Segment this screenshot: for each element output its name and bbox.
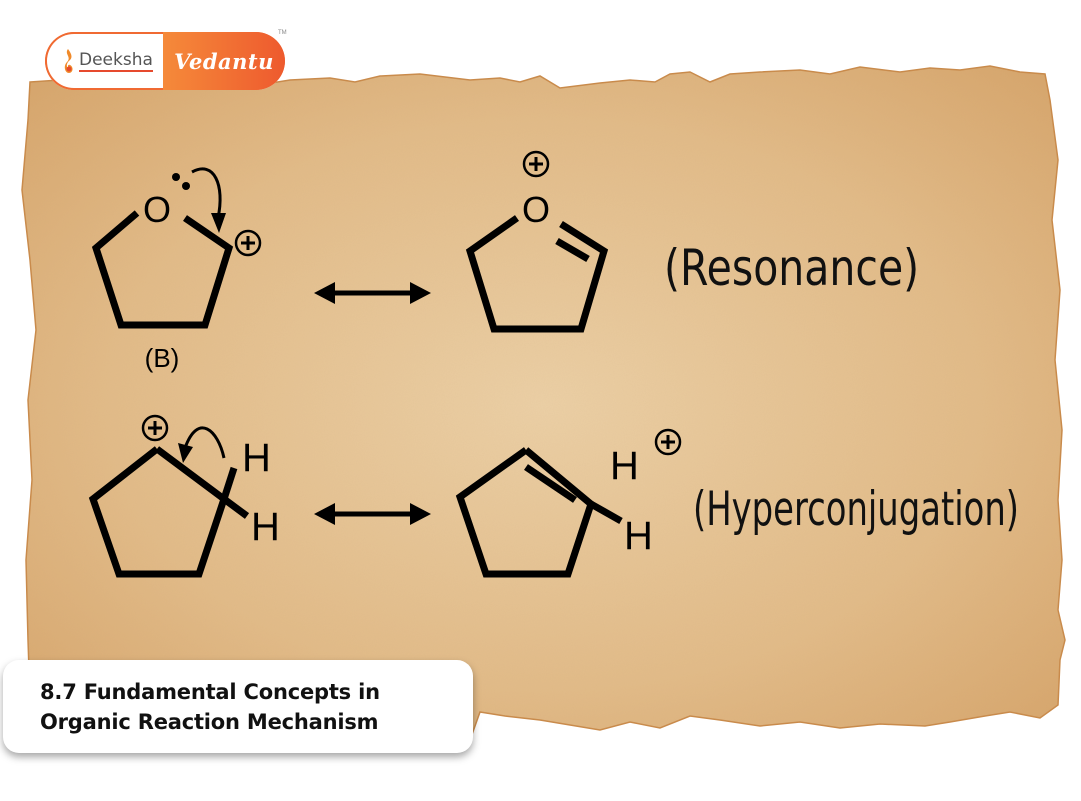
positive-charge-icon [141,414,169,442]
lone-pair-dot [172,173,180,181]
positive-charge-icon [522,150,550,178]
trademark-symbol: TM [278,30,287,36]
deeksha-logo: Deeksha [45,32,163,90]
resonance-arrow-icon [314,503,431,525]
cyclopentyl-cation-structure [88,446,250,578]
resonance-arrow-icon [314,282,431,304]
oxygen-atom: O [522,189,550,230]
curved-arrow-icon [191,167,222,219]
flame-icon [64,49,73,73]
resonance-label: (Resonance) [664,239,920,297]
hydrogen-atom: H [242,436,271,480]
positive-charge-icon [654,428,682,456]
lone-pair-dot [182,182,190,190]
cyclopentene-structure [455,447,623,578]
deeksha-wordmark: Deeksha [79,49,153,72]
structure-b-carbocation [91,210,234,329]
brand-logo: Deeksha Vedantu [45,32,285,90]
topic-caption-card: 8.7 Fundamental Concepts in Organic Reac… [3,660,473,753]
caption-line-1: 8.7 Fundamental Concepts in [40,679,380,704]
hydrogen-atom: H [624,514,653,558]
hydrogen-atom: H [251,505,280,549]
curved-arrow-icon [183,426,226,459]
structure-label-b: (B) [145,343,180,373]
caption-line-2: Organic Reaction Mechanism [40,709,379,734]
hydrogen-atom: H [610,444,639,488]
vedantu-logo: Vedantu [163,32,285,90]
positive-charge-icon [234,229,262,257]
oxygen-atom: O [143,189,171,230]
oxonium-structure [465,215,609,333]
vedantu-wordmark: Vedantu [174,48,274,74]
hyperconjugation-label: (Hyperconjugation) [693,482,1019,537]
